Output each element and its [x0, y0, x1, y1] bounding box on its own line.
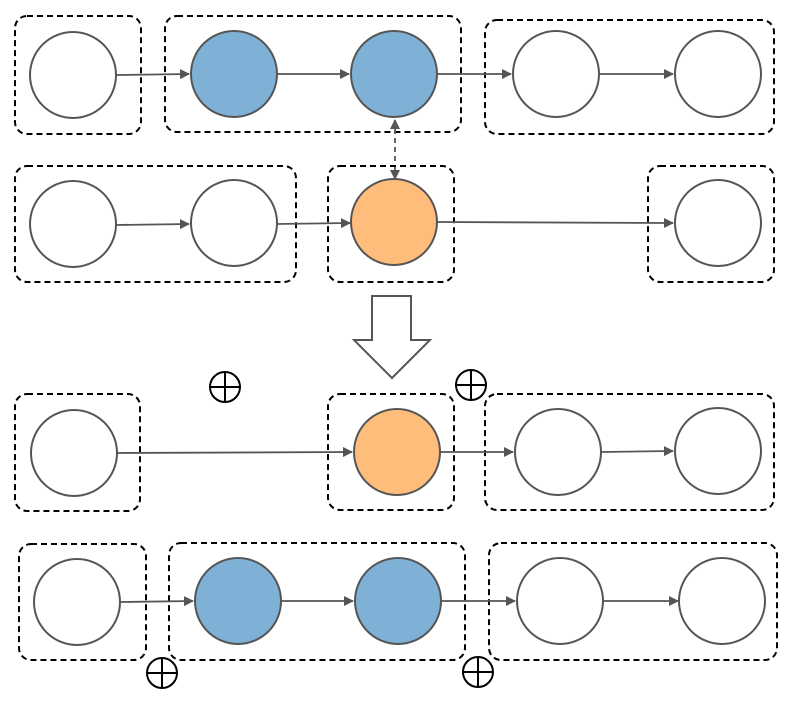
row-4: [18, 542, 778, 661]
node-circle: [674, 179, 762, 267]
oplus-icon: [146, 657, 178, 689]
node-circle: [29, 31, 117, 119]
edge-arrow: [600, 446, 674, 457]
group-box: [484, 19, 775, 135]
edge-arrow: [276, 218, 351, 229]
node-circle: [674, 30, 762, 118]
node-circle: [33, 558, 121, 646]
group-box: [164, 15, 462, 133]
oplus-icon: [209, 371, 241, 403]
row-3: [14, 393, 775, 512]
group-box: [168, 542, 466, 661]
node-circle: [516, 557, 604, 645]
node-circle: [190, 30, 278, 118]
node-circle: [678, 557, 766, 645]
group-box: [327, 165, 455, 283]
edge-arrow: [120, 596, 194, 607]
node-circle: [350, 30, 438, 118]
row-2: [14, 165, 775, 283]
oplus-icon: [462, 656, 494, 688]
group-box: [18, 543, 147, 661]
group-box: [14, 393, 141, 512]
edge-arrow: [115, 219, 190, 230]
node-circle: [350, 178, 438, 266]
row-1: [14, 15, 775, 135]
node-circle: [190, 179, 278, 267]
node-circle: [514, 408, 602, 496]
node-circle: [354, 557, 442, 645]
edge-arrow: [116, 69, 190, 80]
node-circle: [674, 407, 762, 495]
node-circle: [512, 30, 600, 118]
group-box: [327, 393, 455, 511]
oplus-icon: [455, 369, 487, 401]
edge-arrow: [436, 217, 674, 228]
node-circle: [194, 557, 282, 645]
edge-arrow: [116, 447, 353, 458]
node-circle: [29, 180, 117, 268]
group-box: [14, 15, 142, 135]
node-circle: [353, 408, 441, 496]
transform-down-arrow: [351, 295, 433, 380]
group-box: [647, 165, 775, 283]
node-circle: [30, 409, 118, 497]
